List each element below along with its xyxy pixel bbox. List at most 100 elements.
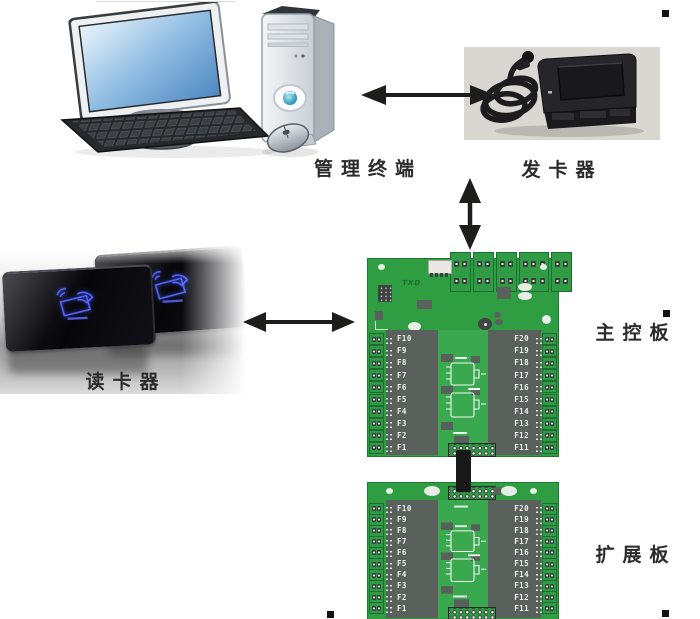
port-label: F20 (514, 334, 529, 344)
solder-pads (384, 548, 392, 558)
arrow-issuer-mainboard (459, 178, 481, 250)
main-control-board: TXD (367, 252, 572, 457)
port-label: F4 (397, 406, 407, 416)
terminal-block-icon (369, 535, 384, 548)
main-right-ports: F20 F19 F18 F17 F16 F15 F14 F13 F12 F11 (490, 333, 557, 454)
port-row: F19 (490, 345, 557, 358)
port-row: F12 (490, 429, 557, 442)
solder-pads (384, 581, 392, 591)
mounting-hole (386, 488, 393, 494)
port-row: F15 (490, 393, 557, 406)
solder-pads (534, 526, 542, 536)
tower-case (261, 6, 335, 151)
keyboard (60, 107, 270, 153)
solder-pads (384, 370, 392, 380)
port-row: F7 (369, 369, 436, 382)
coiled-cable (480, 56, 539, 123)
clipart-edge-line (96, 1, 236, 2)
port-label: F20 (514, 503, 529, 513)
solder-pads (534, 504, 542, 514)
port-row: F20 (490, 333, 557, 346)
port-row: F10 (369, 502, 436, 515)
mouse (266, 123, 310, 153)
port-label: F1 (397, 603, 407, 613)
solder-pads (534, 581, 542, 591)
solder-pads (534, 382, 542, 392)
component (494, 487, 501, 495)
corner-marker (327, 611, 334, 618)
terminal-block-icon (369, 417, 384, 430)
terminal-block-icon (369, 357, 384, 370)
solder-pads (384, 603, 392, 613)
port-row: F2 (369, 591, 436, 604)
bottom-connector (448, 607, 496, 619)
port-label: F16 (514, 382, 529, 392)
solder-pads (384, 537, 392, 547)
mounting-hole (408, 322, 421, 331)
port-row: F16 (490, 381, 557, 394)
port-label: F14 (514, 406, 529, 416)
port-label: F3 (397, 418, 407, 428)
port-label: F17 (514, 370, 529, 380)
solder-pads (534, 419, 542, 429)
solder-pads (534, 515, 542, 525)
relay-pad (501, 486, 517, 496)
relay-pad (518, 292, 532, 300)
relay-bank-left (386, 330, 438, 455)
mounting-hole (542, 315, 551, 324)
expansion-right-ports: F20 F19 F18 F17 F16 F15 F14 F13 F12 F11 (490, 502, 557, 615)
solder-pads (534, 570, 542, 580)
port-row: F14 (490, 569, 557, 582)
solder-pads (384, 419, 392, 429)
port-row: F5 (369, 393, 436, 406)
solder-pads (384, 382, 392, 392)
terminal-block-icon (542, 602, 557, 615)
issuer-body (537, 53, 637, 129)
solder-pads (384, 559, 392, 569)
component (497, 287, 511, 299)
port-label: F18 (514, 525, 529, 535)
arrow-reader-mainboard (243, 312, 355, 332)
card-issuer-device (480, 51, 644, 137)
solder-pads (534, 592, 542, 602)
solder-pads (384, 504, 392, 514)
port-row: F20 (490, 502, 557, 515)
port-label: F1 (397, 443, 407, 453)
port-row: F9 (369, 513, 436, 526)
port-label: F15 (514, 394, 529, 404)
terminal-block-icon (542, 405, 557, 418)
terminal-block-icon (369, 524, 384, 537)
port-row: F3 (369, 417, 436, 430)
silkscreen-text: TXD (401, 279, 422, 287)
silkscreen-graphics (441, 505, 486, 608)
port-label: F15 (514, 559, 529, 569)
port-row: F13 (490, 417, 557, 430)
small-component (375, 311, 383, 320)
solder-pads (384, 443, 392, 453)
terminal-block-icon (369, 569, 384, 582)
solder-pads (534, 395, 542, 405)
port-row: F4 (369, 569, 436, 582)
terminal-block-icon (369, 333, 384, 346)
label-management-terminal: 管理终端 (313, 158, 422, 180)
port-row: F17 (490, 535, 557, 548)
port-label: F5 (397, 394, 407, 404)
mounting-hole (530, 488, 537, 494)
solder-pads (534, 407, 542, 417)
port-row: F4 (369, 405, 436, 418)
port-row: F6 (369, 381, 436, 394)
solder-pads (534, 346, 542, 356)
port-label: F13 (514, 418, 529, 428)
port-row: F12 (490, 591, 557, 604)
port-row: F1 (369, 441, 436, 454)
label-card-reader: 读卡器 (85, 371, 167, 393)
port-label: F11 (514, 443, 529, 453)
terminal-block-icon (369, 429, 384, 442)
terminal-block-icon (369, 381, 384, 394)
port-row: F10 (369, 333, 436, 346)
monitor (68, 2, 231, 122)
port-label: F5 (397, 559, 407, 569)
expansion-board: F10 F9 F8 F7 F6 F5 F4 F3 F2 F1 F20 F19 F… (367, 482, 559, 619)
label-main-board: 主控板 (595, 322, 677, 344)
